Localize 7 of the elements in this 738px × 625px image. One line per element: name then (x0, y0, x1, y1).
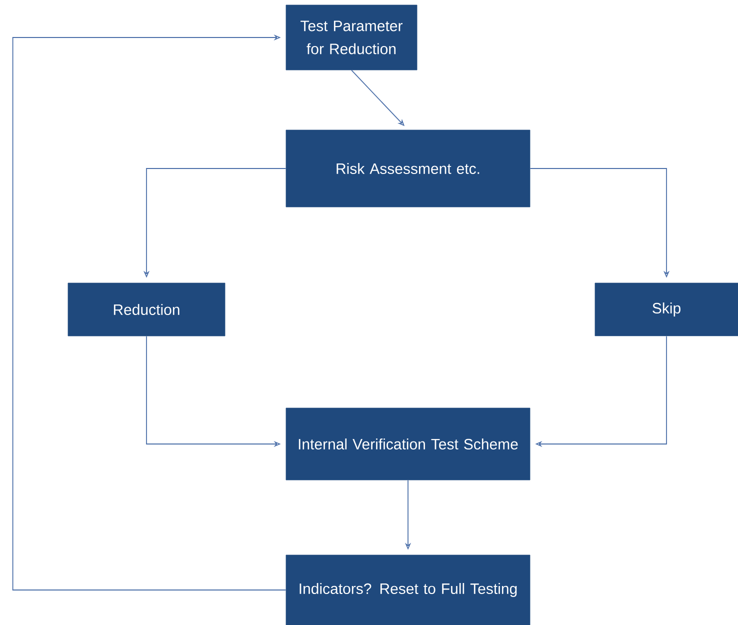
arrow (12, 34, 286, 590)
process-box: Test Parameter for Reduction (286, 4, 418, 70)
process-box: Indicators? Reset to Full Testing (286, 554, 530, 625)
process-box: Internal Verification Test Scheme (286, 408, 530, 480)
process-box: Reduction (68, 282, 226, 336)
process-box: Skip (594, 282, 738, 336)
process-box: Risk Assessment etc. (286, 130, 530, 208)
